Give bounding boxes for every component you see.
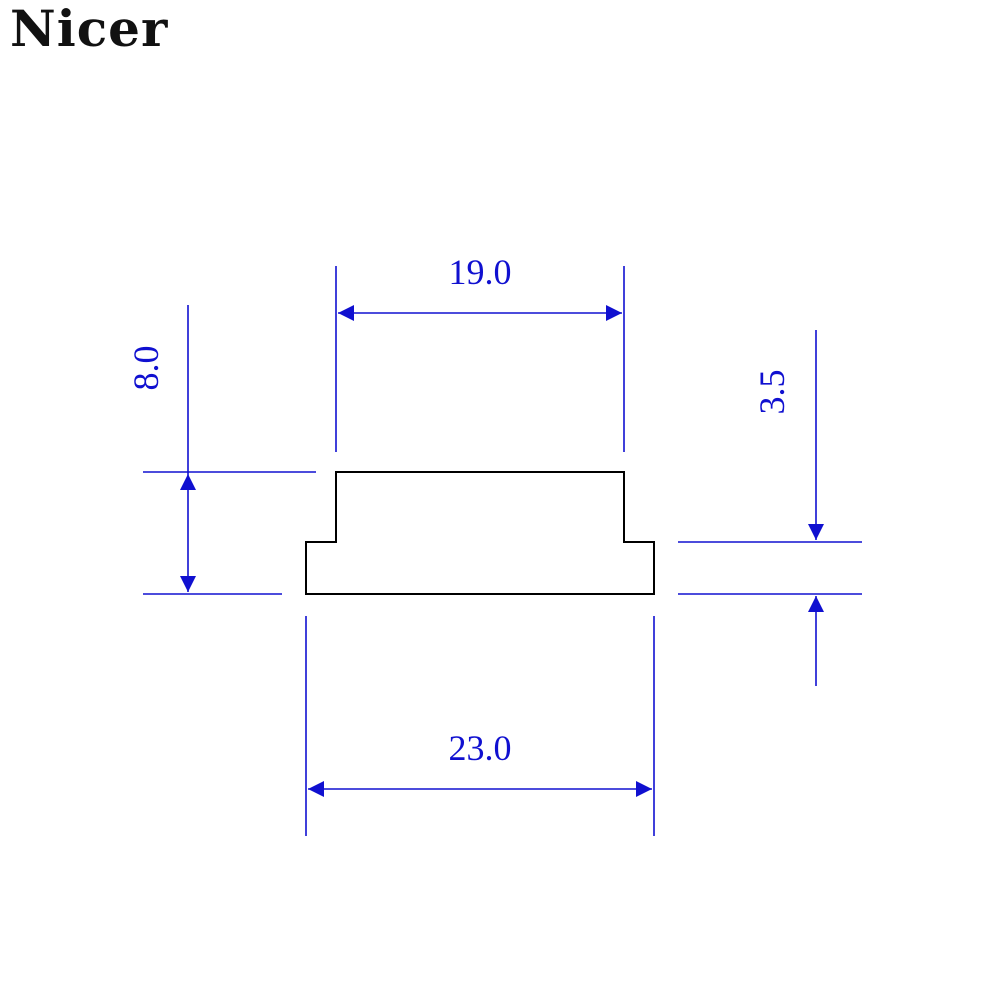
bottom-width-label: 23.0 [449, 728, 512, 768]
brand-logo: Nicer [10, 0, 169, 58]
top-width-label: 19.0 [449, 252, 512, 292]
step-height-label: 3.5 [752, 370, 792, 415]
height-label: 8.0 [126, 346, 166, 391]
part-outline [305, 471, 655, 595]
